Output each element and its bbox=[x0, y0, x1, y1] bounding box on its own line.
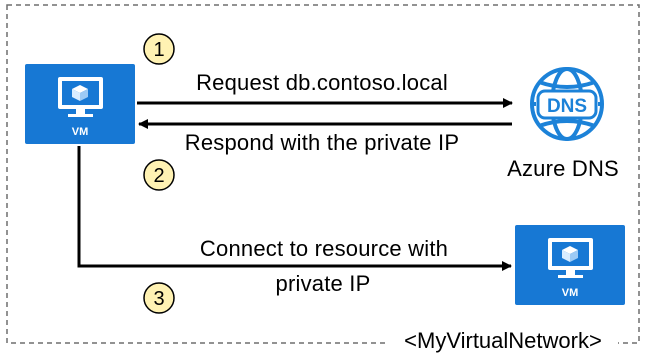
step-three-label-line1: Connect to resource with bbox=[200, 236, 448, 261]
svg-text:2: 2 bbox=[153, 165, 164, 187]
step-two-label: Respond with the private IP bbox=[185, 130, 459, 155]
azure-dns-node: DNS Azure DNS bbox=[507, 67, 619, 181]
step-three-label-line2: private IP bbox=[276, 271, 371, 296]
dns-icon-text: DNS bbox=[547, 96, 587, 117]
target-vm-label: VM bbox=[562, 287, 579, 299]
azure-dns-label: Azure DNS bbox=[507, 156, 619, 181]
dns-icon-plate bbox=[536, 89, 598, 120]
virtual-network-label: <MyVirtualNetwork> bbox=[388, 324, 618, 358]
source-vm-node: VM bbox=[25, 64, 135, 144]
step-one-label: Request db.contoso.local bbox=[196, 70, 448, 95]
monitor-icon bbox=[548, 238, 593, 278]
step-three-badge: 3 bbox=[143, 282, 175, 314]
step-one-badge: 1 bbox=[143, 33, 175, 65]
step-two-badge: 2 bbox=[143, 159, 175, 191]
target-vm-node: VM bbox=[515, 225, 625, 305]
svg-text:1: 1 bbox=[153, 39, 164, 61]
source-vm-label: VM bbox=[72, 126, 89, 138]
svg-text:3: 3 bbox=[153, 288, 164, 310]
monitor-icon bbox=[58, 77, 103, 117]
virtual-network-boundary bbox=[6, 4, 640, 344]
connect-arrow bbox=[77, 146, 512, 271]
